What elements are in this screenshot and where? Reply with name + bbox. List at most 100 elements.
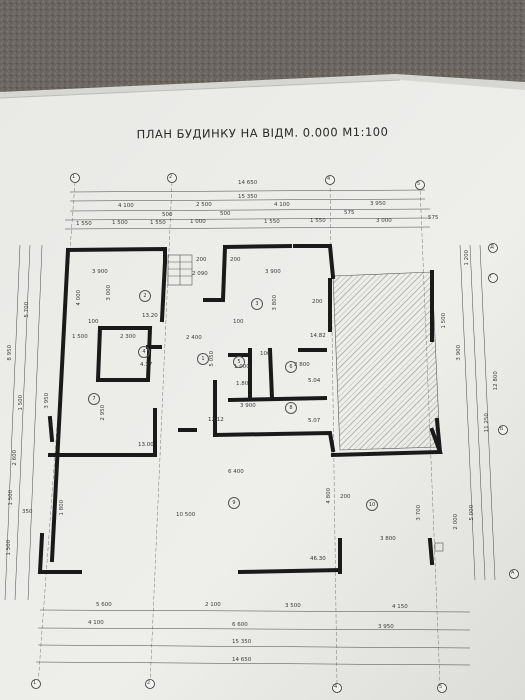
dim-top-k: 3 000 bbox=[376, 218, 392, 224]
axis-label-4-bottom: 4 bbox=[334, 684, 338, 690]
dim-left-1500-b: 1 500 bbox=[8, 489, 15, 506]
dim-right-5000: 5 000 bbox=[469, 504, 476, 521]
dim-right-1500: 1 500 bbox=[441, 312, 448, 329]
dim-3800: 3 800 bbox=[380, 536, 396, 542]
dim-200-b: 200 bbox=[196, 257, 207, 263]
dim-2400: 2 400 bbox=[186, 335, 202, 341]
dim-total-top-1: 14 650 bbox=[238, 180, 258, 186]
dim-4800: 4 800 bbox=[326, 487, 333, 504]
dim-top-d: 3 950 bbox=[370, 201, 386, 207]
dim-3800-v: 3 800 bbox=[272, 294, 279, 311]
room-number-9: 9 bbox=[228, 497, 240, 509]
dim-right-3900: 3 900 bbox=[456, 344, 463, 361]
dim-180: 1.80 bbox=[236, 381, 249, 387]
dim-100-left: 100 bbox=[88, 319, 99, 325]
dim-right-2000: 2 000 bbox=[453, 513, 460, 530]
area-room6: 5.04 bbox=[308, 378, 321, 384]
dim-right-1200: 1 200 bbox=[464, 249, 471, 266]
dim-bottom-5600: 5 600 bbox=[96, 602, 112, 608]
room-number-10: 10 bbox=[366, 499, 378, 511]
dim-top-i: 1 550 bbox=[264, 219, 280, 225]
dim-left-2950: 2 950 bbox=[100, 404, 107, 421]
dim-100-mid: 100 bbox=[233, 319, 244, 325]
dim-bottom-4100: 4 100 bbox=[88, 620, 104, 626]
area-room3: 14.82 bbox=[310, 333, 326, 339]
dim-100-wc: 100 bbox=[260, 351, 271, 357]
dim-top-h: 1 000 bbox=[190, 219, 206, 225]
dim-bottom-15350: 15 350 bbox=[232, 639, 252, 645]
dim-top-j: 1 550 bbox=[310, 218, 326, 224]
dim-top-b: 2 500 bbox=[196, 202, 212, 208]
area-room7: 13.00 bbox=[138, 442, 154, 448]
dim-200-hall: 200 bbox=[340, 494, 351, 500]
axis-label-1-bottom: 1 bbox=[33, 680, 37, 686]
area-room10: 46.30 bbox=[310, 556, 326, 562]
room-number-2: 2 bbox=[139, 290, 151, 302]
area-room-hall: 12.12 bbox=[208, 417, 224, 423]
room-number-5: 5 bbox=[233, 356, 245, 368]
walls bbox=[37, 243, 443, 575]
axis-label-1-top: 1 bbox=[72, 174, 76, 180]
dim-200-right: 200 bbox=[312, 299, 323, 305]
dim-top-g: 1 550 bbox=[150, 220, 166, 226]
room-number-8: 8 bbox=[285, 402, 297, 414]
dim-top-n: 575 bbox=[344, 210, 355, 216]
dim-5050: 5 050 bbox=[209, 350, 216, 367]
dim-left-5700: 5 700 bbox=[24, 301, 31, 318]
dim-2300: 2 300 bbox=[120, 334, 136, 340]
dim-left-1800: 1 800 bbox=[59, 499, 66, 516]
dim-left-1500: 1 500 bbox=[18, 394, 25, 411]
dim-top-m: 500 bbox=[220, 211, 231, 217]
dim-bottom-14650: 14 650 bbox=[232, 657, 252, 663]
axis-label-g: Г bbox=[490, 274, 494, 280]
dim-total-top-2: 15 350 bbox=[238, 194, 258, 200]
dim-1500-left: 1 500 bbox=[72, 334, 88, 340]
dim-top-o: 575 bbox=[428, 215, 439, 221]
terrace-hatch bbox=[332, 271, 441, 451]
axis-label-5-top: 5 bbox=[417, 181, 421, 187]
room-number-4: 4 bbox=[138, 346, 150, 358]
dim-6400: 6 400 bbox=[228, 469, 244, 475]
axis-label-b: Б bbox=[500, 426, 504, 432]
area-room4: 4.37 bbox=[140, 362, 153, 368]
dim-3900-b: 3 900 bbox=[240, 403, 256, 409]
dim-top-c: 4 100 bbox=[274, 202, 290, 208]
dim-right-12800: 12 800 bbox=[492, 371, 499, 391]
axis-label-a: А bbox=[511, 570, 515, 576]
dim-room3-width: 3 900 bbox=[265, 269, 281, 275]
dim-bottom-3500: 3 500 bbox=[285, 603, 301, 609]
dim-left-2600: 2 600 bbox=[12, 449, 19, 466]
paper-sheet bbox=[0, 80, 525, 700]
dim-top-e: 1 550 bbox=[76, 221, 92, 227]
dim-top-a: 4 100 bbox=[118, 203, 134, 209]
room-number-7: 7 bbox=[88, 393, 100, 405]
dim-right-11250: 11 250 bbox=[483, 413, 490, 433]
dim-room2-width: 3 900 bbox=[92, 269, 108, 275]
dim-left-3000: 3 000 bbox=[106, 284, 113, 301]
dim-bottom-4150: 4 150 bbox=[392, 604, 408, 610]
dim-top-f: 1 500 bbox=[112, 220, 128, 226]
room-number-1: 1 bbox=[197, 353, 209, 365]
dim-350: 350 bbox=[22, 509, 33, 515]
axis-label-2-bottom: 2 bbox=[147, 680, 151, 686]
dim-10500: 10 500 bbox=[176, 512, 196, 518]
dim-2800: 2 800 bbox=[294, 362, 310, 368]
axis-label-5-bottom: 5 bbox=[439, 684, 443, 690]
dim-right-3700: 3 700 bbox=[416, 504, 423, 521]
dim-200-a: 200 bbox=[230, 257, 241, 263]
dim-top-l: 500 bbox=[162, 212, 173, 218]
area-room2: 13.20 bbox=[142, 313, 158, 319]
axis-label-2-top: 2 bbox=[169, 174, 173, 180]
dim-left-1500-c: 1 500 bbox=[6, 539, 13, 556]
area-room8: 5.07 bbox=[308, 418, 321, 424]
dim-left-8950: 8 950 bbox=[7, 344, 14, 361]
dim-left-4000: 4 000 bbox=[76, 289, 83, 306]
axis-markers bbox=[31, 173, 519, 693]
room-number-6: 6 bbox=[285, 361, 297, 373]
dim-bottom-3950: 3 950 bbox=[378, 624, 394, 630]
room-number-3: 3 bbox=[251, 298, 263, 310]
axis-label-d: Д bbox=[490, 244, 494, 250]
dim-2090: 2 090 bbox=[192, 271, 208, 277]
